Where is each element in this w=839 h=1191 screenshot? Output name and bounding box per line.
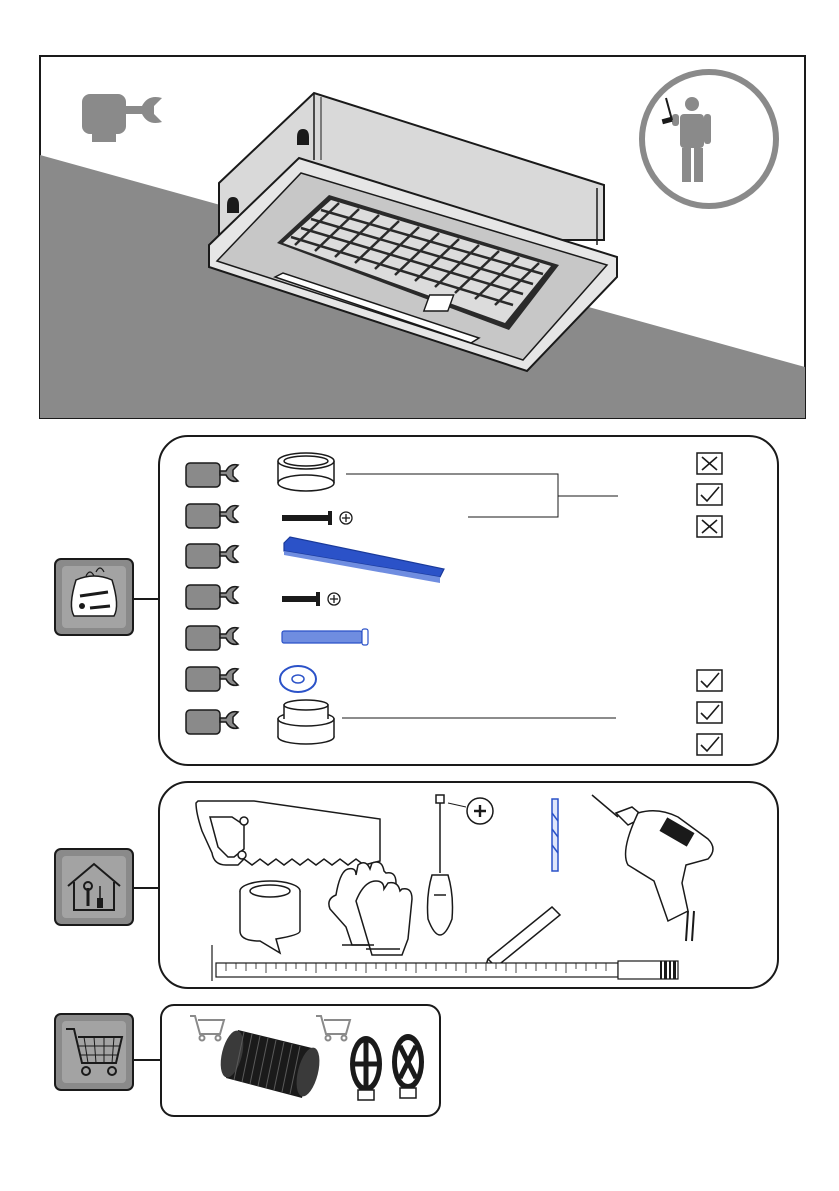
duct-collar-flange-icon: [278, 453, 334, 491]
connector-line: [134, 1059, 160, 1061]
wood-screw-with-phillips-icon: [282, 592, 340, 606]
accessory-bag-icon: [54, 558, 134, 636]
connector-lines: [342, 474, 618, 718]
shopping-cart-icon: [316, 1016, 350, 1041]
wood-screw-with-phillips-icon: [282, 511, 352, 525]
duct-adapter-icon: [278, 700, 334, 744]
drill-bit-icon: [552, 799, 558, 871]
optional-accessories-panel: [160, 1004, 441, 1117]
saw-icon: [196, 801, 380, 865]
measuring-tape-icon: [212, 945, 678, 981]
carbon-filter-icon: [392, 1034, 424, 1098]
electric-drill-icon: [592, 795, 713, 941]
supplied-kit-panel: [158, 435, 779, 766]
carbon-filter-icon: [350, 1036, 382, 1100]
work-gloves-icon: [329, 862, 412, 955]
pencil-icon: [484, 907, 560, 971]
connector-line: [134, 887, 160, 889]
house-with-tools-icon: [54, 848, 134, 926]
hood-mount-wrench-icon: [80, 92, 170, 144]
flexible-duct-hose-icon: [216, 1028, 323, 1098]
shopping-cart-icon: [54, 1013, 134, 1091]
phillips-screwdriver-icon: [428, 795, 494, 935]
tag-wrench-icons: [186, 463, 238, 734]
shopping-cart-icon: [190, 1016, 224, 1041]
washer-icon: [280, 666, 316, 692]
mounting-bracket-icon: [284, 537, 444, 583]
tape-roll-icon: [240, 881, 300, 953]
installer-person-icon: [638, 68, 780, 210]
required-tools-panel: [158, 781, 779, 989]
connector-line: [134, 598, 160, 600]
wall-plug-icon: [282, 629, 368, 645]
